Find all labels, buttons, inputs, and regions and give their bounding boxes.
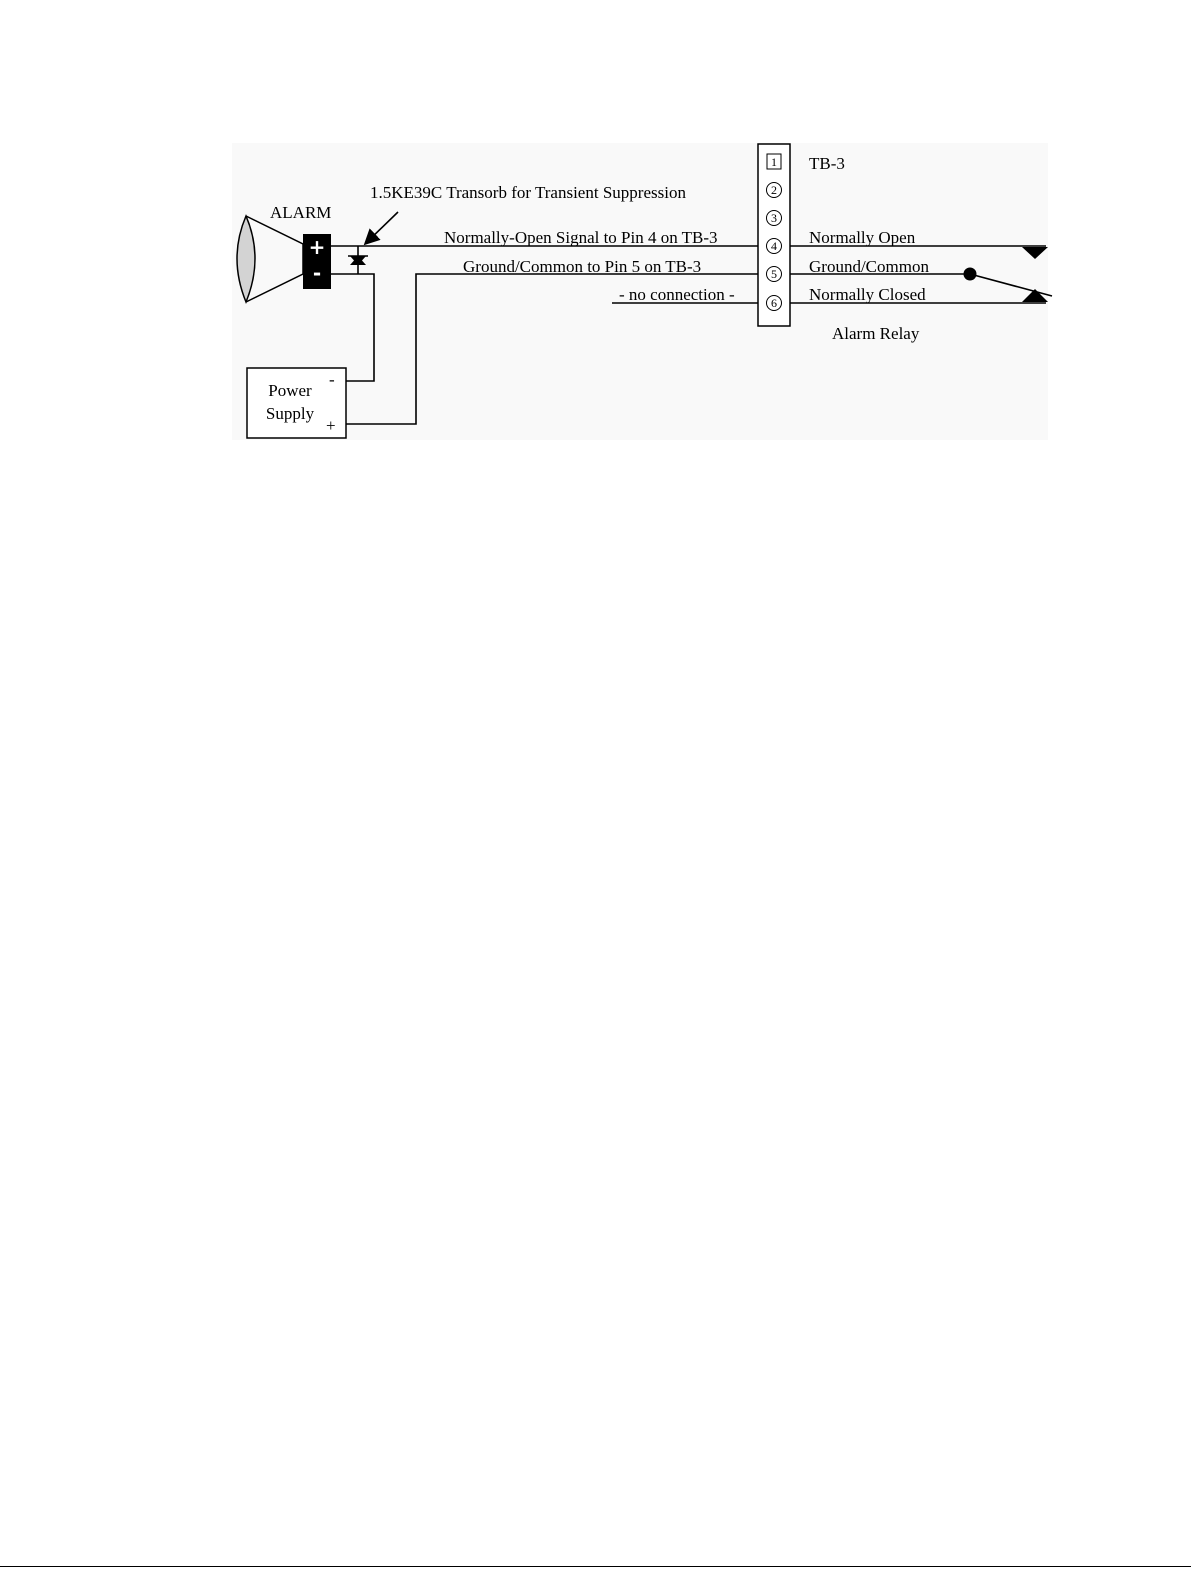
pin-3: 3 (767, 211, 782, 226)
alarm-plus-sign: + (309, 235, 326, 259)
page-footer-rule (0, 1566, 1191, 1567)
alarm-minus-sign: - (313, 261, 321, 285)
relay-normally-open-label: Normally Open (809, 228, 916, 247)
relay-normally-closed-label: Normally Closed (809, 285, 926, 304)
wire-nc-label: - no connection - (619, 285, 735, 304)
wire-no-label: Normally-Open Signal to Pin 4 on TB-3 (444, 228, 718, 247)
power-supply-line2: Supply (266, 404, 315, 423)
terminal-block-name: TB-3 (809, 154, 845, 173)
pin-4: 4 (767, 239, 782, 254)
pin-2: 2 (767, 183, 782, 198)
svg-text:2: 2 (771, 183, 777, 197)
wire-gnd-label: Ground/Common to Pin 5 on TB-3 (463, 257, 701, 276)
svg-text:3: 3 (771, 211, 777, 225)
svg-text:6: 6 (771, 296, 777, 310)
power-supply-line1: Power (268, 381, 312, 400)
svg-text:4: 4 (771, 239, 777, 253)
pin-5: 5 (767, 267, 782, 282)
transorb-label: 1.5KE39C Transorb for Transient Suppress… (370, 183, 686, 202)
svg-text:5: 5 (771, 267, 777, 281)
svg-text:1: 1 (771, 155, 777, 169)
pin-6: 6 (767, 296, 782, 311)
alarm-label: ALARM (270, 203, 331, 222)
power-supply-plus: + (326, 416, 336, 435)
relay-name: Alarm Relay (832, 324, 920, 343)
relay-ground-common-label: Ground/Common (809, 257, 929, 276)
power-supply-minus: - (329, 370, 335, 389)
